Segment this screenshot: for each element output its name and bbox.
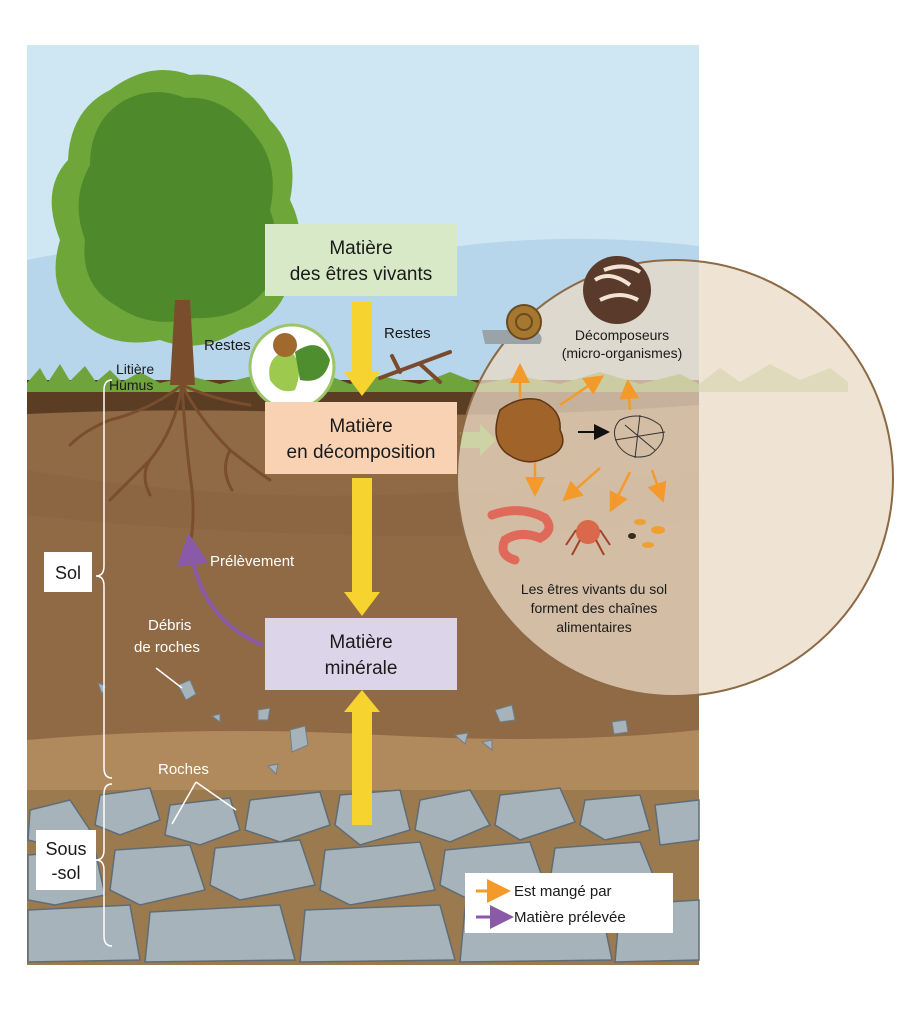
decomposer-circle <box>456 256 894 697</box>
label-humus: Humus <box>109 377 153 393</box>
small-insects-icon <box>628 519 665 548</box>
label-debris-line2: de roches <box>134 639 200 656</box>
micro-organisms-icon <box>583 256 651 324</box>
dead-leaf-icon <box>495 398 564 463</box>
leaf-litter-icon <box>248 323 336 411</box>
label-chains-line1: Les êtres vivants du sol <box>521 581 667 597</box>
label-debris-line1: Débris <box>148 617 191 634</box>
box-decomp-line1: Matière <box>329 416 392 437</box>
label-sol: Sol <box>55 563 81 583</box>
mite-icon <box>565 520 611 556</box>
label-chains-line3: alimentaires <box>556 619 631 635</box>
earthworm-icon <box>487 506 554 565</box>
label-decomposeurs-line1: Décomposeurs <box>575 327 669 343</box>
branch-icon <box>378 350 452 384</box>
label-prelevement: Prélèvement <box>210 553 295 570</box>
decayed-matter-icon <box>614 414 666 459</box>
label-restes-right: Restes <box>384 325 431 342</box>
box-decomposing-matter: Matière en décomposition <box>265 402 457 474</box>
label-litiere: Litière <box>116 361 154 377</box>
box-living-line2: des êtres vivants <box>290 264 433 285</box>
arrow-decomp-to-mineral <box>344 478 380 616</box>
sol-bracket <box>95 379 113 779</box>
food-chain-arrows <box>510 363 667 513</box>
box-decomp-line2: en décomposition <box>287 442 436 463</box>
label-roches: Roches <box>158 761 209 778</box>
flow-arrows <box>344 302 380 825</box>
tree-roots-icon <box>68 383 272 547</box>
tree-trunk-icon <box>170 300 195 385</box>
label-restes-left: Restes <box>204 337 251 354</box>
legend-eaten-label: Est mangé par <box>514 883 612 900</box>
debris-pointer <box>155 667 183 689</box>
prelevement-arrow <box>176 533 264 647</box>
box-living-matter: Matière des êtres vivants <box>265 224 457 296</box>
box-mineral-line2: minérale <box>325 658 398 679</box>
tree <box>51 70 300 547</box>
legend: Est mangé par Matière prélevée <box>465 873 673 933</box>
sous-sol-label-box <box>36 830 96 890</box>
box-mineral-line1: Matière <box>329 632 392 653</box>
label-decomposeurs-line2: (micro-organismes) <box>562 345 683 361</box>
arrow-living-to-decomp <box>344 302 380 396</box>
box-mineral-matter: Matière minérale <box>265 618 457 690</box>
roches-pointer <box>171 781 237 825</box>
box-living-line1: Matière <box>329 238 392 259</box>
snail-icon <box>482 304 542 344</box>
label-sous-sol-line1: Sous <box>45 839 86 859</box>
sol-label-box <box>44 552 92 592</box>
label-sous-sol-line2: -sol <box>51 863 80 883</box>
label-chains-line2: forment des chaînes <box>531 600 658 616</box>
legend-taken-label: Matière prélevée <box>514 909 626 926</box>
arrow-rocks-to-mineral <box>344 690 380 825</box>
